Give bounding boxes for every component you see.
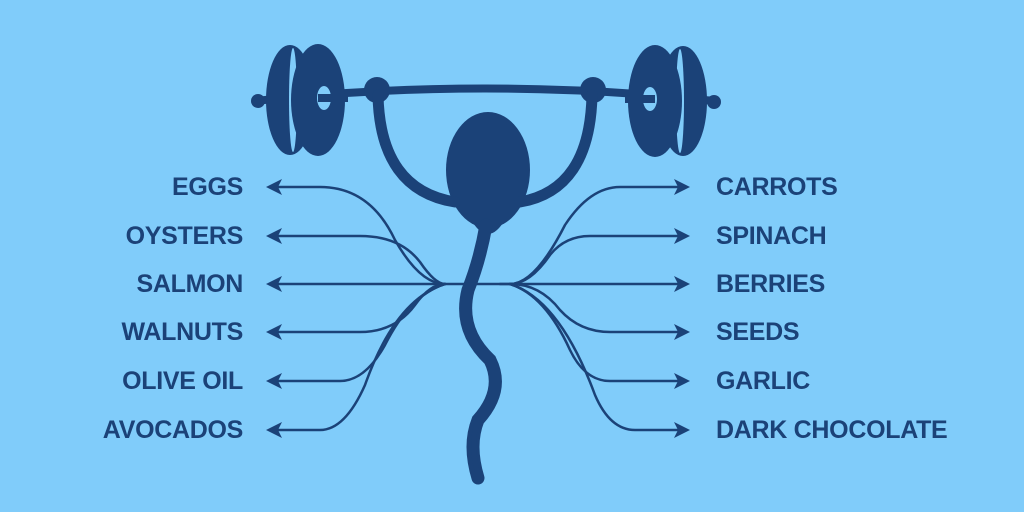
sperm-tail-icon (459, 218, 502, 485)
bar-end-right (707, 95, 721, 109)
food-label-right: DARK CHOCOLATE (716, 416, 948, 444)
right-arrows (498, 185, 687, 432)
food-label-left: WALNUTS (121, 318, 244, 346)
food-label-left: EGGS (171, 173, 243, 201)
arm-right (514, 89, 598, 208)
weight-plate-right-icon (625, 45, 707, 157)
food-label-right: SEEDS (716, 318, 800, 346)
bar-end-left (251, 94, 265, 108)
food-label-right: GARLIC (716, 367, 811, 395)
food-label-left: OYSTERS (125, 222, 244, 250)
food-label-left: SALMON (136, 270, 243, 298)
food-label-right: CARROTS (716, 173, 838, 201)
sperm-head-icon (446, 112, 530, 228)
left-arrows (270, 185, 522, 432)
food-label-left: AVOCADOS (102, 416, 244, 444)
food-label-left: OLIVE OIL (122, 367, 243, 395)
arm-left (372, 89, 461, 208)
food-label-right: SPINACH (716, 222, 827, 250)
food-label-right: BERRIES (716, 270, 826, 298)
weight-plate-left-icon (266, 44, 348, 156)
